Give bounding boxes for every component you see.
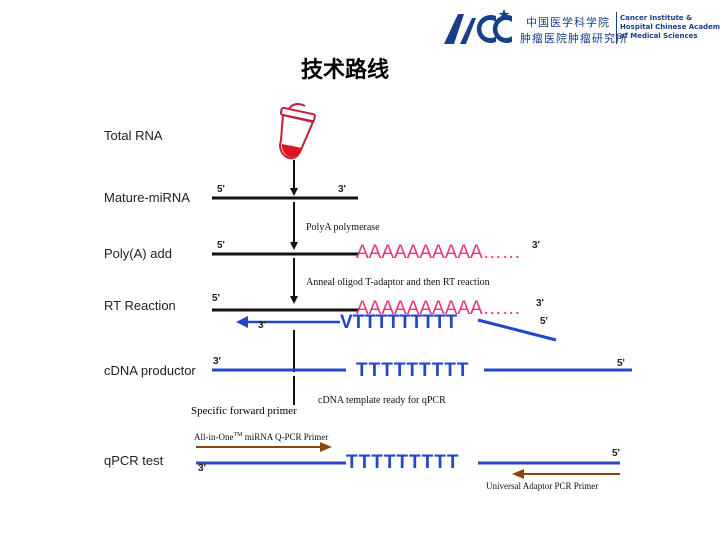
all-in-one-text: All-in-One bbox=[194, 432, 234, 442]
cdna-t-sequence: TTTTTTTTT bbox=[356, 360, 470, 381]
logo-en-line1: Cancer Institute & bbox=[620, 14, 693, 22]
note-cdna-template: cDNA template ready for qPCR bbox=[318, 395, 446, 406]
cdna-three-prime: 3' bbox=[213, 356, 221, 367]
mature-five-prime: 5' bbox=[217, 184, 225, 195]
slide-title: 技术路线 bbox=[300, 58, 389, 83]
forward-primer-arrowhead bbox=[320, 442, 332, 452]
step-rt-reaction: RT Reaction bbox=[104, 298, 176, 313]
polya-five-prime: 5' bbox=[217, 240, 225, 251]
polya-tail-sequence: AAAAAAAAAA…… bbox=[356, 242, 521, 263]
reverse-primer-arrowhead bbox=[512, 469, 524, 479]
rt-cdna-three-prime: 3' bbox=[258, 320, 266, 331]
institute-logo-icon bbox=[444, 9, 512, 44]
note-polya-polymerase: PolyA polymerase bbox=[306, 222, 380, 233]
logo-divider bbox=[616, 12, 617, 44]
step-cdna-productor: cDNA productor bbox=[104, 363, 196, 378]
rt-adaptor-tail bbox=[477, 318, 557, 342]
rt-five-prime: 5' bbox=[212, 293, 220, 304]
oligo-dt-sequence: VTTTTTTTTT bbox=[340, 312, 458, 333]
step-qpcr-test: qPCR test bbox=[104, 453, 164, 468]
note-anneal: Anneal oligod T-adaptor and then RT reac… bbox=[306, 277, 490, 288]
all-in-one-rest: miRNA Q-PCR Primer bbox=[242, 432, 329, 442]
step-poly-a-add: Poly(A) add bbox=[104, 246, 172, 261]
logo-en-line3: of Medical Sciences bbox=[620, 32, 698, 40]
step-mature-mirna: Mature-miRNA bbox=[104, 190, 190, 205]
qpcr-five-prime: 5' bbox=[612, 448, 620, 459]
header-logo: 中国医学科学院 肿瘤医院肿瘤研究所 Cancer Institute & Hos… bbox=[440, 8, 720, 48]
rt-cdna-arrowhead bbox=[236, 316, 248, 328]
logo-cn-line2: 肿瘤医院肿瘤研究所 bbox=[520, 32, 628, 45]
specific-forward-primer-label: Specific forward primer bbox=[191, 405, 297, 417]
sample-tube-icon bbox=[279, 103, 316, 160]
rt-three-prime: 3' bbox=[536, 298, 544, 309]
logo-cn-line1: 中国医学科学院 bbox=[526, 16, 610, 29]
qpcr-three-prime: 3' bbox=[198, 463, 206, 474]
rt-adaptor-five-prime: 5' bbox=[540, 316, 548, 327]
rt-polya-tail-sequence: AAAAAAAAAA…… bbox=[356, 298, 521, 319]
logo-en-line2: Hospital Chinese Academy bbox=[620, 23, 720, 31]
polya-three-prime: 3' bbox=[532, 240, 540, 251]
cdna-five-prime: 5' bbox=[617, 358, 625, 369]
tm-mark: TM bbox=[233, 432, 243, 438]
qpcr-t-sequence: TTTTTTTTT bbox=[346, 452, 460, 473]
step-total-rna: Total RNA bbox=[104, 128, 163, 143]
mature-three-prime: 3' bbox=[338, 184, 346, 195]
all-in-one-primer-label: All-in-OneTM miRNA Q-PCR Primer bbox=[194, 432, 328, 442]
universal-primer-label: Universal Adaptor PCR Primer bbox=[486, 481, 599, 491]
